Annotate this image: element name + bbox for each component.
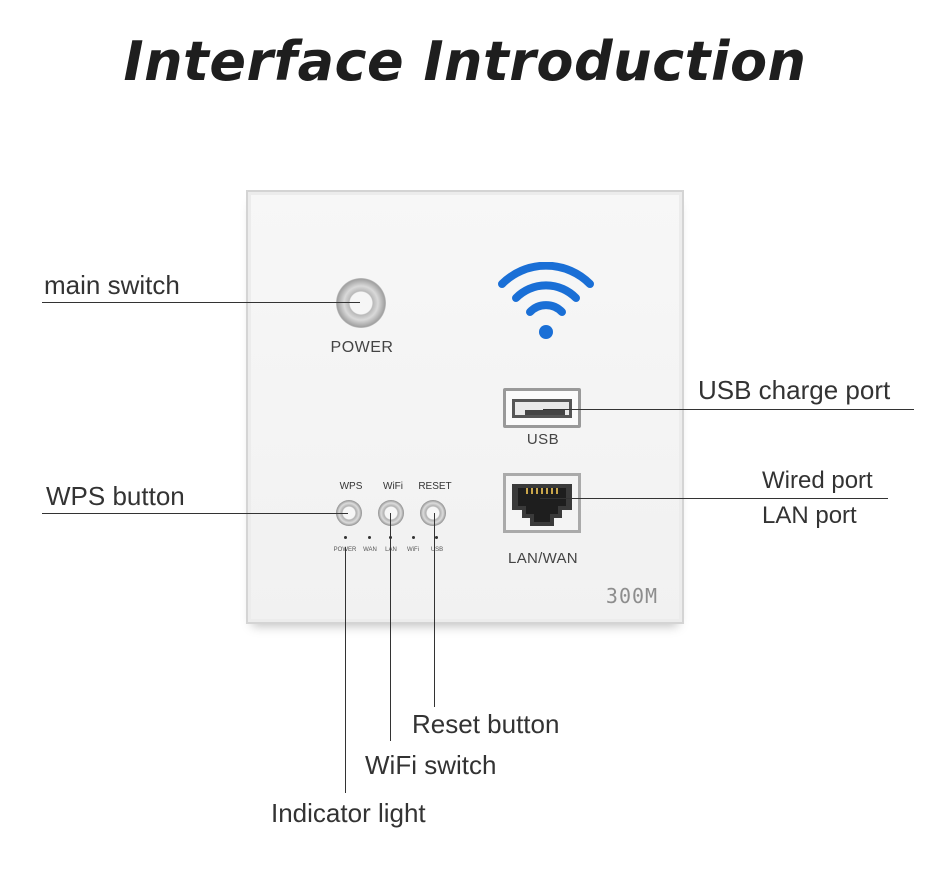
- callout-indicator-light: Indicator light: [271, 798, 426, 828]
- reset-button: [420, 500, 446, 526]
- wifi-switch-leader: [390, 513, 391, 741]
- wps-leader: [42, 513, 348, 514]
- page-title: Interface Introduction: [123, 30, 807, 93]
- wps-label: WPS: [339, 481, 363, 492]
- callout-main-switch: main switch: [44, 270, 180, 300]
- indicator-leader: [345, 547, 346, 793]
- indicator-dot-power: [344, 536, 347, 539]
- indicator-label-wan: WAN: [363, 547, 377, 553]
- wifi-button: [378, 500, 404, 526]
- callout-wifi-switch: WiFi switch: [365, 750, 497, 780]
- indicator-label-power: POWER: [330, 547, 360, 553]
- main-switch-leader: [42, 302, 360, 303]
- indicator-dot-usb: [435, 536, 438, 539]
- usb-leader: [543, 409, 914, 410]
- power-label: POWER: [330, 339, 394, 356]
- usb-port: [503, 388, 581, 428]
- indicator-dot-wan: [368, 536, 371, 539]
- power-button: [336, 278, 386, 328]
- reset-label: RESET: [418, 481, 452, 492]
- wifi-label: WiFi: [383, 481, 403, 492]
- callout-reset-button: Reset button: [412, 709, 560, 739]
- wifi-icon: [498, 262, 594, 339]
- callout-wired-port: Wired port: [762, 467, 873, 494]
- reset-leader: [434, 513, 435, 707]
- usb-label: USB: [526, 431, 560, 448]
- indicator-label-wifi: WiFi: [407, 547, 419, 553]
- lan-wan-label: LAN/WAN: [508, 550, 578, 567]
- callout-lan-port: LAN port: [762, 502, 857, 529]
- speed-label: 300M: [605, 584, 659, 608]
- lan-leader: [540, 498, 888, 499]
- lan-port: [503, 473, 581, 533]
- indicator-label-usb: USB: [430, 547, 444, 553]
- router-panel: [246, 190, 684, 624]
- callout-usb-charge-port: USB charge port: [698, 375, 891, 405]
- callout-wps-button: WPS button: [46, 481, 185, 511]
- indicator-dot-wifi: [412, 536, 415, 539]
